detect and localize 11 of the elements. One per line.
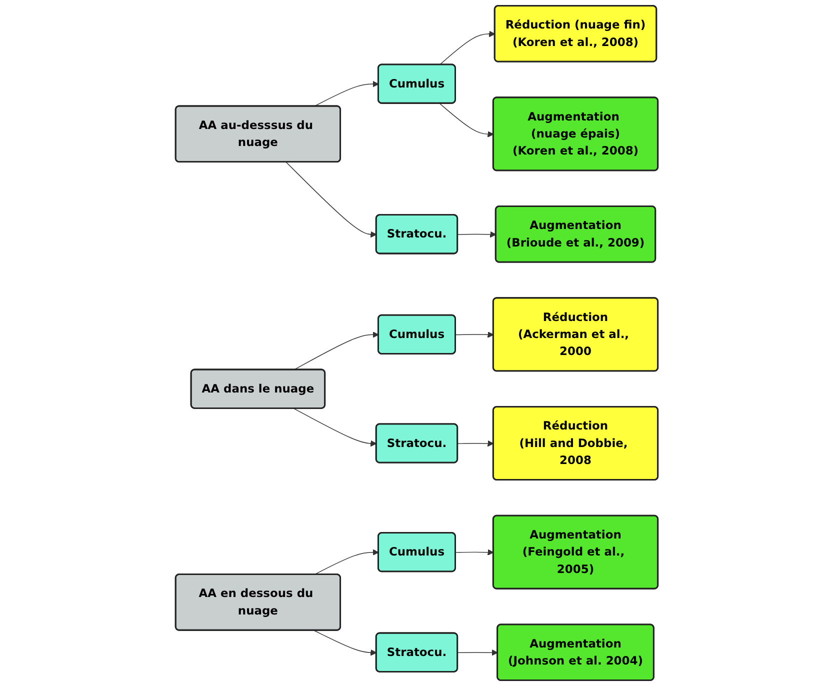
arrow — [439, 30, 496, 66]
arrow — [455, 549, 494, 556]
arrow — [314, 549, 379, 575]
arrow — [439, 103, 494, 138]
arrow — [286, 162, 377, 238]
arrow — [314, 630, 377, 656]
arrow — [457, 231, 496, 238]
arrow — [457, 649, 498, 656]
arrow — [457, 440, 494, 447]
arrow — [293, 408, 377, 447]
arrow — [455, 332, 494, 338]
